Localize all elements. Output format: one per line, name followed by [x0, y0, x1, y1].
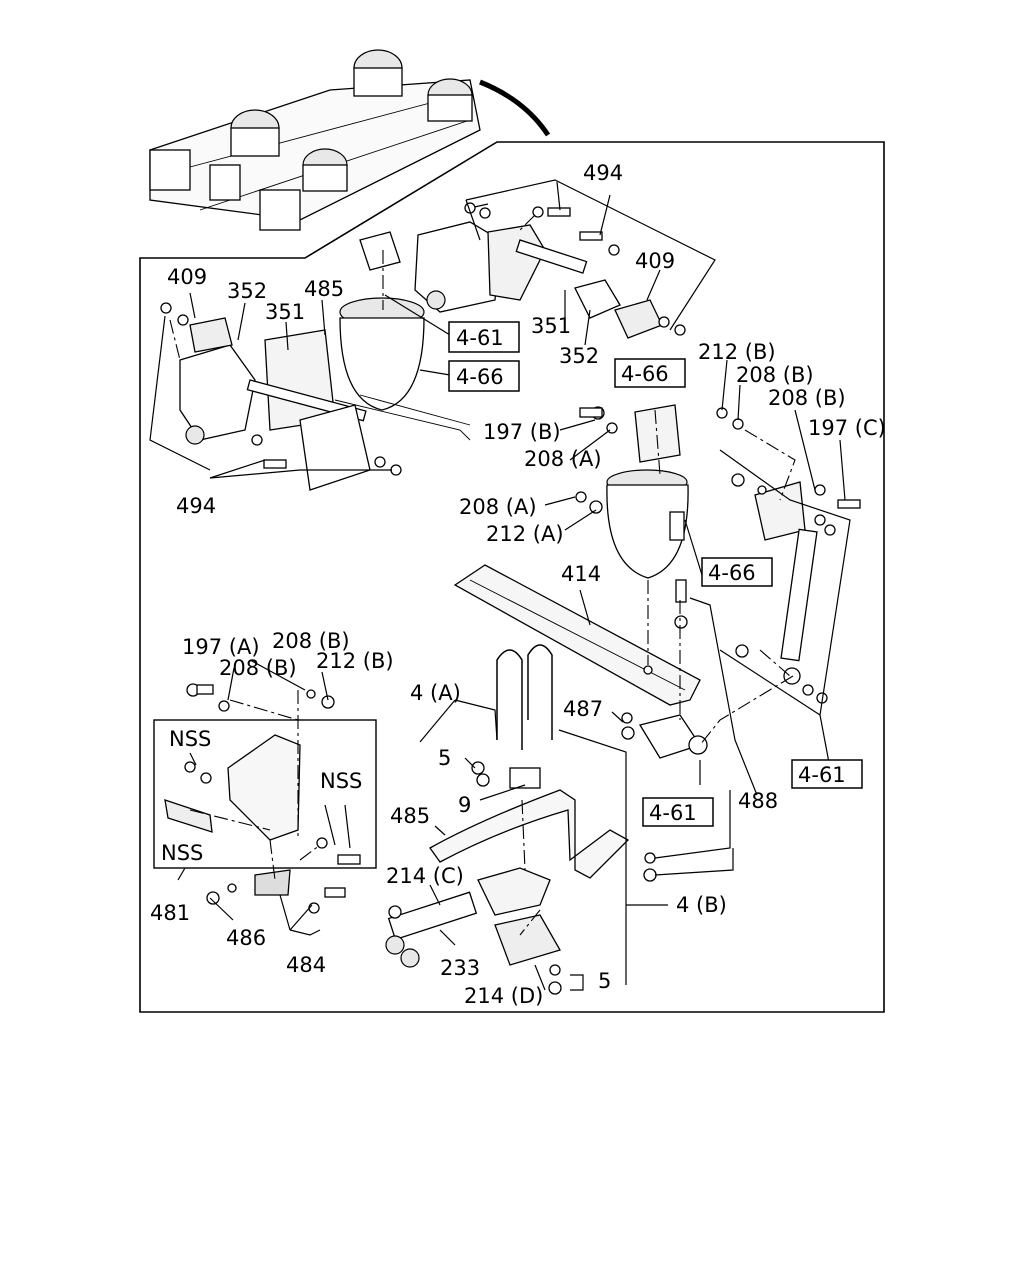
- label-197c: 197 (C): [808, 416, 886, 440]
- ref-4-61-mid: 4-61: [649, 801, 697, 825]
- label-208a-2: 208 (A): [459, 495, 537, 519]
- label-352-right: 352: [559, 344, 599, 368]
- label-494-top: 494: [583, 161, 623, 185]
- right-axle-bracket-assembly: [339, 202, 686, 411]
- rail-414: [453, 564, 701, 706]
- label-409-left: 409: [167, 265, 207, 289]
- label-9: 9: [458, 793, 471, 817]
- label-485-top: 485: [304, 277, 344, 301]
- label-214c: 214 (C): [386, 864, 464, 888]
- label-484: 484: [286, 953, 326, 977]
- label-5-top: 5: [438, 746, 451, 770]
- label-214d: 214 (D): [464, 984, 543, 1008]
- label-208b-mid2: 208 (B): [219, 656, 297, 680]
- leader-lines: [149, 179, 851, 991]
- label-212b-top: 212 (B): [698, 340, 776, 364]
- u-bolts: [471, 644, 553, 789]
- ref-4-61-right: 4-61: [798, 763, 846, 787]
- lower-bracket-assembly: [164, 683, 361, 914]
- label-nss-2: NSS: [320, 769, 362, 793]
- reference-boxes: 4-61 4-66 4-66 4-66 4-61 4-61: [448, 321, 863, 827]
- label-197b: 197 (B): [483, 420, 561, 444]
- left-axle-bracket-assembly: [160, 302, 471, 491]
- ref-4-66-mid: 4-66: [621, 362, 669, 386]
- part-labels: 494 409 351 352 409 352 351 485 494 212 …: [150, 161, 886, 1008]
- label-208b-mid1: 208 (B): [272, 629, 350, 653]
- diagram-frame: [139, 141, 885, 1013]
- label-488: 488: [738, 789, 778, 813]
- label-212b-mid: 212 (B): [316, 649, 394, 673]
- label-233: 233: [440, 956, 480, 980]
- nss-box: [153, 719, 377, 869]
- label-352-left: 352: [227, 279, 267, 303]
- label-414: 414: [561, 562, 601, 586]
- label-208b-top1: 208 (B): [736, 363, 814, 387]
- center-air-spring: [575, 404, 689, 579]
- label-351-right: 351: [531, 314, 571, 338]
- label-4a: 4 (A): [410, 681, 461, 705]
- label-494-left: 494: [176, 494, 216, 518]
- label-481: 481: [150, 901, 190, 925]
- label-487: 487: [563, 697, 603, 721]
- ref-4-66-top: 4-66: [456, 365, 504, 389]
- label-5-bottom: 5: [598, 969, 611, 993]
- torque-rod-assembly: [385, 867, 562, 995]
- label-nss-3: NSS: [161, 841, 203, 865]
- label-208a-1: 208 (A): [524, 447, 602, 471]
- label-4b: 4 (B): [676, 893, 727, 917]
- label-197a: 197 (A): [182, 635, 260, 659]
- overview-illustration: [149, 49, 551, 231]
- ref-4-61-top: 4-61: [456, 326, 504, 350]
- label-351-left: 351: [265, 300, 305, 324]
- leaf-spring-485: [429, 789, 657, 882]
- label-486: 486: [226, 926, 266, 950]
- ref-4-66-right: 4-66: [708, 561, 756, 585]
- label-212a: 212 (A): [486, 522, 564, 546]
- label-409-right: 409: [635, 249, 675, 273]
- assembly-centerlines: [169, 214, 796, 936]
- label-485-mid: 485: [390, 804, 430, 828]
- label-nss-1: NSS: [169, 727, 211, 751]
- label-208b-top2: 208 (B): [768, 386, 846, 410]
- lower-axle-seat: [621, 712, 708, 759]
- shock-absorber: [716, 407, 861, 704]
